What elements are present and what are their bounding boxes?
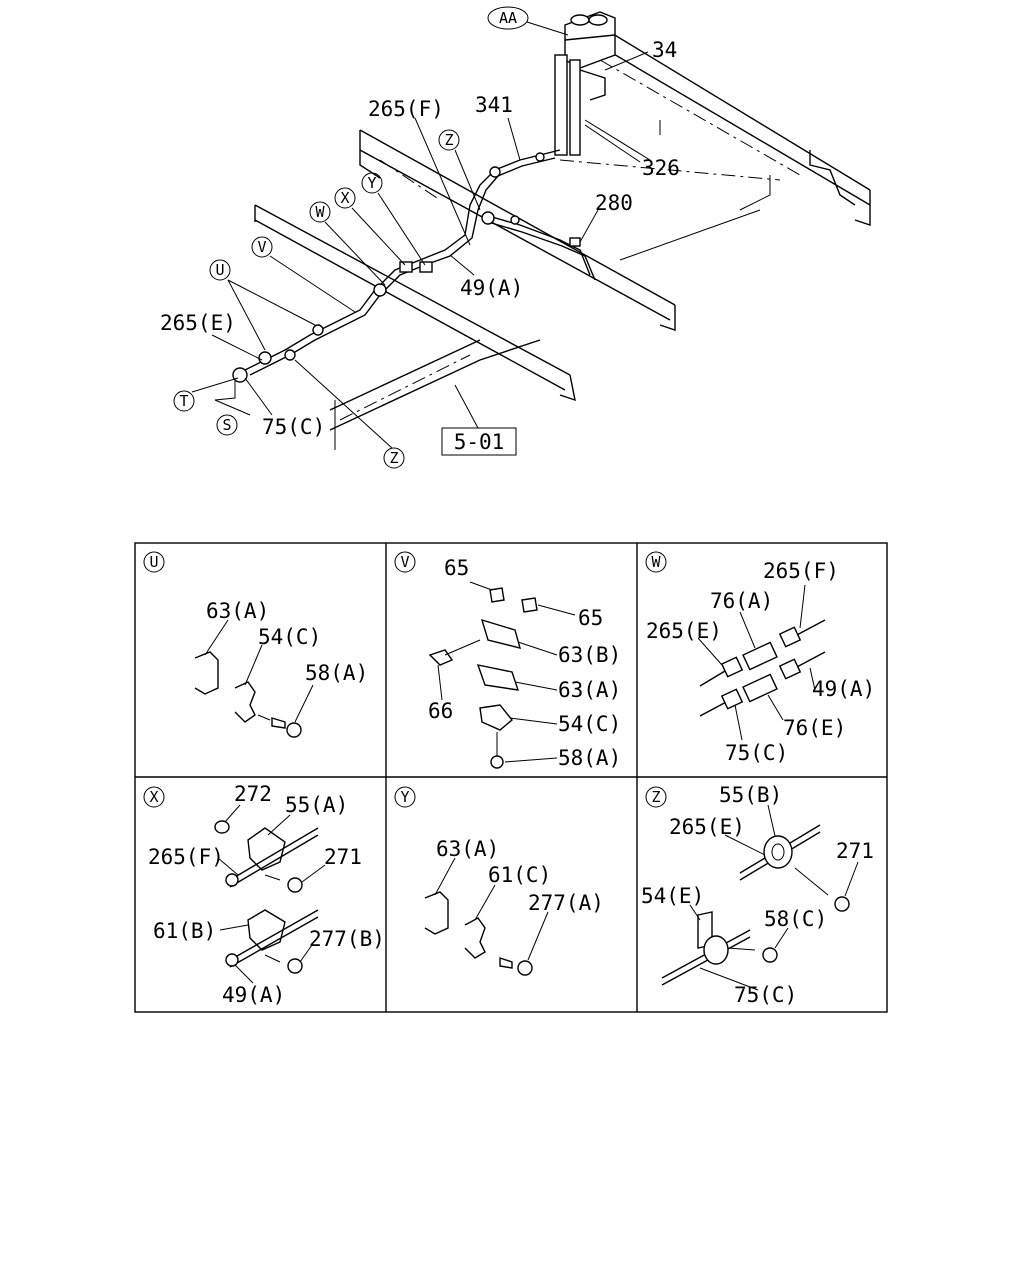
detail-w-key: W xyxy=(651,553,661,571)
detail-y-part-0: 63(A) xyxy=(436,837,499,861)
detail-w-part-4: 76(E) xyxy=(783,716,846,740)
detail-v-part-3: 66 xyxy=(428,699,453,723)
detail-x-part-4: 61(B) xyxy=(153,919,216,943)
main-labels: AA 34 341 265(F) 326 Z 280 W X Y V 49(A)… xyxy=(160,6,680,469)
detail-z-part-0: 55(B) xyxy=(719,783,782,807)
label-49a: 49(A) xyxy=(460,276,523,300)
reservoir-tank xyxy=(554,11,651,161)
frame-rail-far xyxy=(589,19,871,226)
brake-pipes xyxy=(214,149,596,416)
detail-v-key: V xyxy=(400,553,409,571)
detail-y-part-1: 61(C) xyxy=(488,863,551,887)
detail-w-part-3: 49(A) xyxy=(812,677,875,701)
label-265f: 265(F) xyxy=(368,97,444,121)
label-z-bottom: Z xyxy=(389,449,398,467)
detail-x-key: X xyxy=(149,788,158,806)
detail-x-part-3: 271 xyxy=(324,845,362,869)
label-u: U xyxy=(215,261,224,279)
detail-x-part-1: 55(A) xyxy=(285,793,348,817)
label-34: 34 xyxy=(652,38,677,62)
label-t: T xyxy=(179,392,188,410)
label-x: X xyxy=(340,189,349,207)
detail-u-part-2: 58(A) xyxy=(305,661,368,685)
label-75c: 75(C) xyxy=(262,415,325,439)
label-y: Y xyxy=(367,174,376,192)
detail-z-key: Z xyxy=(651,788,660,806)
detail-z-part-3: 54(E) xyxy=(641,884,704,908)
label-265e: 265(E) xyxy=(160,311,236,335)
detail-z-part-5: 75(C) xyxy=(734,983,797,1007)
label-341: 341 xyxy=(475,93,513,117)
detail-u: U 63(A) 54(C) 58(A) xyxy=(143,551,368,738)
label-s: S xyxy=(222,416,231,434)
detail-w: W 265(F) 76(A) 265(E) 49(A) 76(E) 75(C) xyxy=(645,551,875,765)
detail-w-part-0: 265(F) xyxy=(763,559,839,583)
detail-y-key: Y xyxy=(400,788,409,806)
detail-v-part-2: 63(B) xyxy=(558,643,621,667)
detail-z-part-4: 58(C) xyxy=(764,907,827,931)
detail-v-part-5: 54(C) xyxy=(558,712,621,736)
detail-x-part-5: 277(B) xyxy=(309,927,385,951)
detail-grid xyxy=(134,542,888,1013)
label-v: V xyxy=(257,238,266,256)
label-280: 280 xyxy=(595,191,633,215)
detail-z-part-1: 265(E) xyxy=(669,815,745,839)
detail-x-part-0: 272 xyxy=(234,782,272,806)
detail-v-part-0: 65 xyxy=(444,556,469,580)
detail-u-key: U xyxy=(149,553,158,571)
detail-x-part-2: 265(F) xyxy=(148,845,224,869)
detail-z-part-2: 271 xyxy=(836,839,874,863)
label-z-top: Z xyxy=(444,131,453,149)
detail-x-part-6: 49(A) xyxy=(222,983,285,1007)
reference-box-5-01: 5-01 xyxy=(454,430,505,454)
detail-w-part-1: 76(A) xyxy=(710,589,773,613)
main-assembly: AA 34 341 265(F) 326 Z 280 W X Y V 49(A)… xyxy=(160,6,871,469)
detail-y: Y 63(A) 61(C) 277(A) xyxy=(394,786,604,976)
detail-u-part-1: 54(C) xyxy=(258,625,321,649)
detail-v-part-4: 63(A) xyxy=(558,678,621,702)
main-leader-lines xyxy=(191,21,649,449)
label-326: 326 xyxy=(642,156,680,180)
cross-member-front xyxy=(254,204,576,450)
detail-y-part-2: 277(A) xyxy=(528,891,604,915)
detail-v: V 65 65 63(B) 66 63(A) 54(C) 58(A) xyxy=(394,551,621,770)
detail-w-part-5: 75(C) xyxy=(725,741,788,765)
label-w: W xyxy=(315,203,325,221)
detail-w-part-2: 265(E) xyxy=(646,619,722,643)
label-aa: AA xyxy=(499,9,517,27)
detail-v-part-1: 65 xyxy=(578,606,603,630)
detail-z: Z 55(B) 265(E) 271 54(E) 58(C) 75(C) xyxy=(641,783,874,1007)
detail-x: X 272 55(A) 265(F) 271 61(B) 277(B) 49(A… xyxy=(143,782,385,1007)
detail-v-part-6: 58(A) xyxy=(558,746,621,770)
detail-u-part-0: 63(A) xyxy=(206,599,269,623)
